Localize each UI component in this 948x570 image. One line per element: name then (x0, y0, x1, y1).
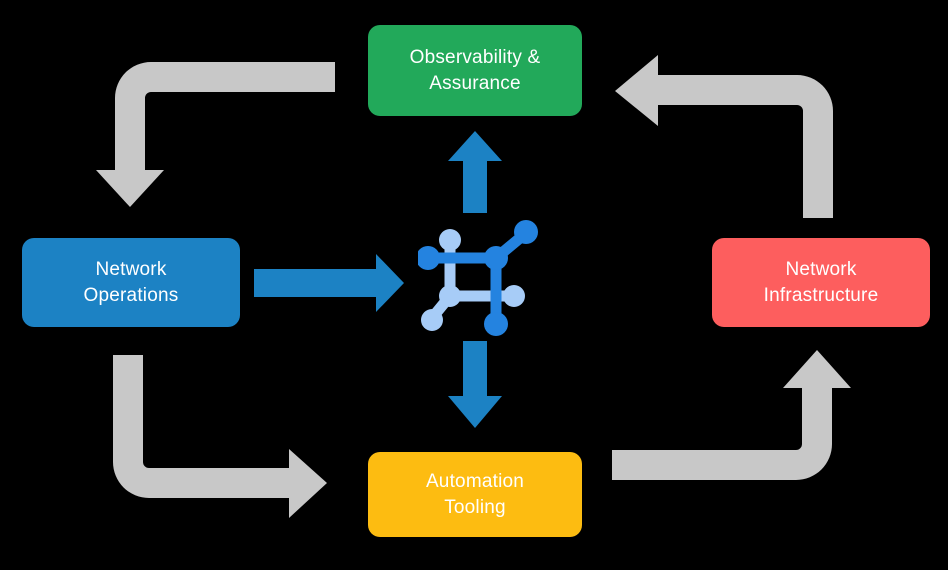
arrow-operations-to-automation (113, 355, 327, 518)
node-automation-tooling[interactable]: Automation Tooling (368, 452, 582, 537)
arrow-operations-to-center (254, 254, 404, 312)
node-network-infrastructure[interactable]: Network Infrastructure (712, 238, 930, 327)
arrow-infrastructure-to-observability (615, 55, 833, 218)
node-observability-assurance[interactable]: Observability & Assurance (368, 25, 582, 116)
node-infrastructure-label: Network Infrastructure (763, 259, 879, 306)
node-automation-label: Automation Tooling (425, 471, 525, 518)
node-network-operations[interactable]: Network Operations (22, 238, 240, 327)
network-topology-icon (418, 220, 538, 336)
arrow-center-to-observability (448, 131, 502, 213)
node-operations-label: Network Operations (83, 259, 179, 306)
arrow-center-to-automation (448, 341, 502, 428)
arrow-observability-to-operations (96, 62, 335, 207)
node-observability-label: Observability & Assurance (409, 47, 541, 94)
arrow-automation-to-infrastructure (612, 350, 851, 480)
